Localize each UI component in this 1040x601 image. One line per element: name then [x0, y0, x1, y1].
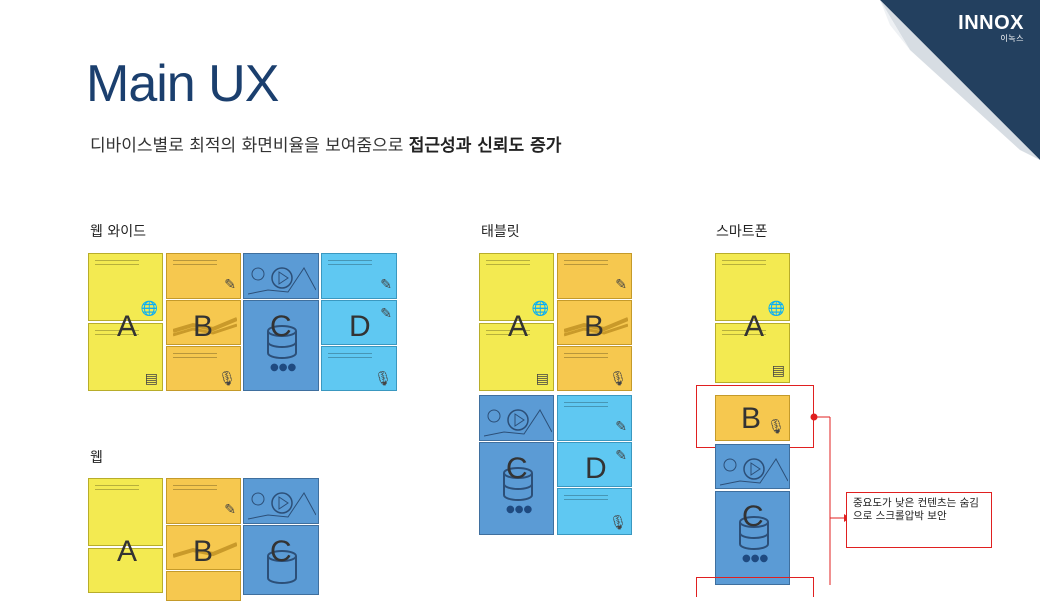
chart-lines	[564, 317, 628, 337]
subtitle-bold: 접근성과 신뢰도 증가	[408, 136, 562, 156]
microphone-icon: 🎙	[218, 371, 236, 387]
scroll-icon: ✎	[615, 448, 627, 464]
microphone-icon: 🎙	[609, 371, 627, 387]
scroll-icon: ✎	[380, 306, 392, 322]
database-icon	[503, 467, 533, 501]
scroll-icon: ✎	[224, 277, 236, 293]
tile-b-middle	[557, 300, 632, 345]
page-title: Main UX	[86, 55, 279, 113]
microphone-icon: 🎙	[609, 515, 627, 531]
label-web-wide: 웹 와이드	[90, 224, 146, 240]
tile-a-top: 🌐	[479, 253, 554, 321]
document-icon: ▤	[771, 363, 785, 379]
database-icon	[739, 516, 769, 550]
chart-lines	[173, 542, 237, 558]
tile-c-main: ●●●	[479, 442, 554, 535]
tile-b-top: ✎	[557, 253, 632, 299]
microphone-icon: 🎙	[374, 371, 392, 387]
letter-c: C	[270, 535, 292, 568]
scroll-icon: ✎	[615, 277, 627, 293]
letter-a: A	[117, 535, 138, 568]
video-play-icon	[248, 492, 316, 520]
tile-c-top	[479, 395, 554, 441]
tile-a-top	[88, 478, 163, 546]
tile-b-bottom	[166, 571, 241, 601]
letter-a: A	[508, 310, 529, 343]
tile-b-bottom: 🎙	[557, 346, 632, 391]
pager-dots: ●●●	[742, 553, 769, 564]
tile-a-bottom: ▤	[88, 323, 163, 391]
microphone-icon: 🎙	[767, 419, 785, 435]
tile-a-top: 🌐	[715, 253, 790, 321]
video-play-icon	[484, 409, 552, 437]
video-play-icon	[720, 458, 788, 486]
tile-d-middle: ✎	[557, 442, 632, 487]
letter-b: B	[584, 310, 605, 343]
tile-c-top	[243, 478, 319, 524]
tile-c-main: ●●●	[715, 491, 790, 585]
letter-b: B	[741, 402, 762, 435]
database-icon	[267, 325, 297, 359]
tile-c-main	[243, 525, 319, 595]
letter-b: B	[193, 535, 214, 568]
pager-dots: ●●●	[506, 504, 533, 515]
corner-banner	[880, 0, 1040, 160]
tile-b-middle	[166, 525, 241, 570]
tile-c-main: ●●●	[243, 300, 319, 391]
label-smartphone: 스마트폰	[716, 224, 768, 240]
hidden-content-box	[696, 577, 814, 597]
tile-a-bottom: ▤	[715, 323, 790, 383]
brand-logo: INNOX 이녹스	[958, 12, 1024, 44]
scroll-icon: ✎	[380, 277, 392, 293]
tile-b-middle	[166, 300, 241, 345]
letter-b: B	[193, 310, 214, 343]
tile-c-top	[243, 253, 319, 299]
globe-icon: 🌐	[531, 301, 549, 317]
letter-a: A	[744, 310, 765, 343]
brand-subname: 이녹스	[1000, 34, 1024, 43]
chart-lines	[173, 317, 237, 337]
letter-c: C	[270, 310, 292, 343]
tile-a-top: 🌐	[88, 253, 163, 321]
annotation-note: 중요도가 낮은 컨텐츠는 숨김으로 스크롤압박 보안	[846, 492, 992, 548]
letter-a: A	[117, 310, 138, 343]
tile-d-top: ✎	[557, 395, 632, 441]
letter-d: D	[349, 310, 371, 343]
tile-b-compact: 🎙	[715, 395, 790, 441]
tile-d-top: ✎	[321, 253, 397, 299]
video-play-icon	[248, 267, 316, 295]
label-tablet: 태블릿	[481, 224, 520, 240]
letter-c: C	[506, 452, 528, 485]
database-icon	[267, 550, 297, 584]
document-icon: ▤	[144, 371, 158, 387]
scroll-icon: ✎	[224, 502, 236, 518]
document-icon: ▤	[535, 371, 549, 387]
tile-d-middle: ✎	[321, 300, 397, 345]
label-web: 웹	[90, 450, 103, 466]
brand-name: INNOX	[958, 12, 1024, 34]
letter-d: D	[585, 452, 607, 485]
tile-a-bottom: ▤	[479, 323, 554, 391]
tile-d-bottom: 🎙	[321, 346, 397, 391]
scroll-icon: ✎	[615, 419, 627, 435]
globe-icon: 🌐	[767, 301, 785, 317]
tile-c-top	[715, 444, 790, 489]
tile-b-bottom: 🎙	[166, 346, 241, 391]
tile-b-top: ✎	[166, 253, 241, 299]
pager-dots: ●●●	[270, 362, 297, 373]
subtitle-normal: 디바이스별로 최적의 화면비율을 보여줌으로	[90, 136, 409, 156]
letter-c: C	[742, 500, 764, 533]
page-subtitle: 디바이스별로 최적의 화면비율을 보여줌으로 접근성과 신뢰도 증가	[90, 131, 561, 156]
globe-icon: 🌐	[140, 301, 158, 317]
tile-b-top: ✎	[166, 478, 241, 524]
tile-d-bottom: 🎙	[557, 488, 632, 535]
